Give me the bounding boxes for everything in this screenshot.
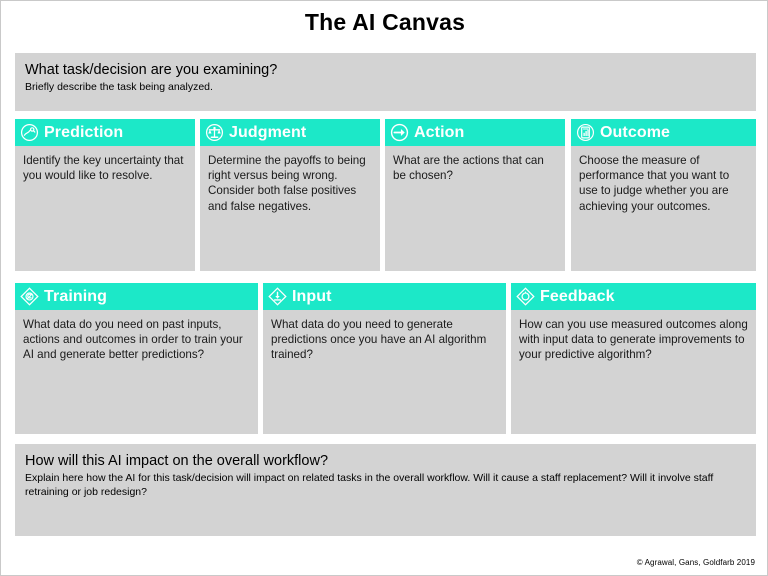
card-prediction-body: Identify the key uncertainty that you wo… — [23, 154, 184, 183]
card-outcome-title: Outcome — [600, 123, 671, 141]
workflow-impact-description: Explain here how the AI for this task/de… — [25, 472, 714, 498]
card-judgment-body: Determine the payoffs to being right ver… — [208, 154, 366, 213]
task-decision-question: What task/decision are you examining? — [25, 62, 278, 78]
card-feedback-header: Feedback — [511, 283, 756, 310]
card-judgment-header: Judgment — [200, 119, 380, 146]
card-training-header: Training — [15, 283, 258, 310]
download-diamond-icon — [268, 287, 287, 306]
task-decision-panel[interactable]: What task/decision are you examining? Br… — [15, 53, 756, 111]
workflow-impact-question: How will this AI impact on the overall w… — [25, 453, 329, 469]
card-action-title: Action — [414, 123, 465, 141]
page-title: The AI Canvas — [304, 9, 466, 35]
card-input-header: Input — [263, 283, 506, 310]
card-outcome-body: Choose the measure of performance that y… — [579, 154, 730, 213]
card-outcome-header: Outcome — [571, 119, 756, 146]
task-decision-description: Briefly describe the task being analyzed… — [25, 81, 213, 93]
balance-scales-icon — [205, 123, 224, 142]
card-action[interactable]: Action What are the actions that can be … — [385, 119, 565, 271]
card-outcome[interactable]: Outcome Choose the measure of performanc… — [571, 119, 756, 271]
card-prediction-header: Prediction — [15, 119, 195, 146]
training-spiral-diamond-icon — [20, 287, 39, 306]
report-chart-icon — [576, 123, 595, 142]
copyright-notice: © Agrawal, Gans, Goldfarb 2019 — [636, 558, 755, 567]
card-training[interactable]: Training What data do you need on past i… — [15, 283, 258, 434]
card-training-body: What data do you need on past inputs, ac… — [23, 318, 243, 362]
card-prediction-title: Prediction — [44, 123, 124, 141]
card-input[interactable]: Input What data do you need to generate … — [263, 283, 506, 434]
card-feedback-title: Feedback — [540, 287, 615, 305]
crystal-ball-icon — [20, 123, 39, 142]
card-input-title: Input — [292, 287, 332, 305]
card-judgment[interactable]: Judgment Determine the payoffs to being … — [200, 119, 380, 271]
card-action-body: What are the actions that can be chosen? — [393, 154, 544, 183]
arrow-right-circle-icon — [390, 123, 409, 142]
card-feedback[interactable]: Feedback How can you use measured outcom… — [511, 283, 756, 434]
card-feedback-body: How can you use measured outcomes along … — [519, 318, 748, 362]
card-training-title: Training — [44, 287, 108, 305]
card-input-body: What data do you need to generate predic… — [271, 318, 487, 362]
card-prediction[interactable]: Prediction Identify the key uncertainty … — [15, 119, 195, 271]
refresh-loop-diamond-icon — [516, 287, 535, 306]
card-judgment-title: Judgment — [229, 123, 307, 141]
workflow-impact-panel[interactable]: How will this AI impact on the overall w… — [15, 444, 756, 536]
card-action-header: Action — [385, 119, 565, 146]
